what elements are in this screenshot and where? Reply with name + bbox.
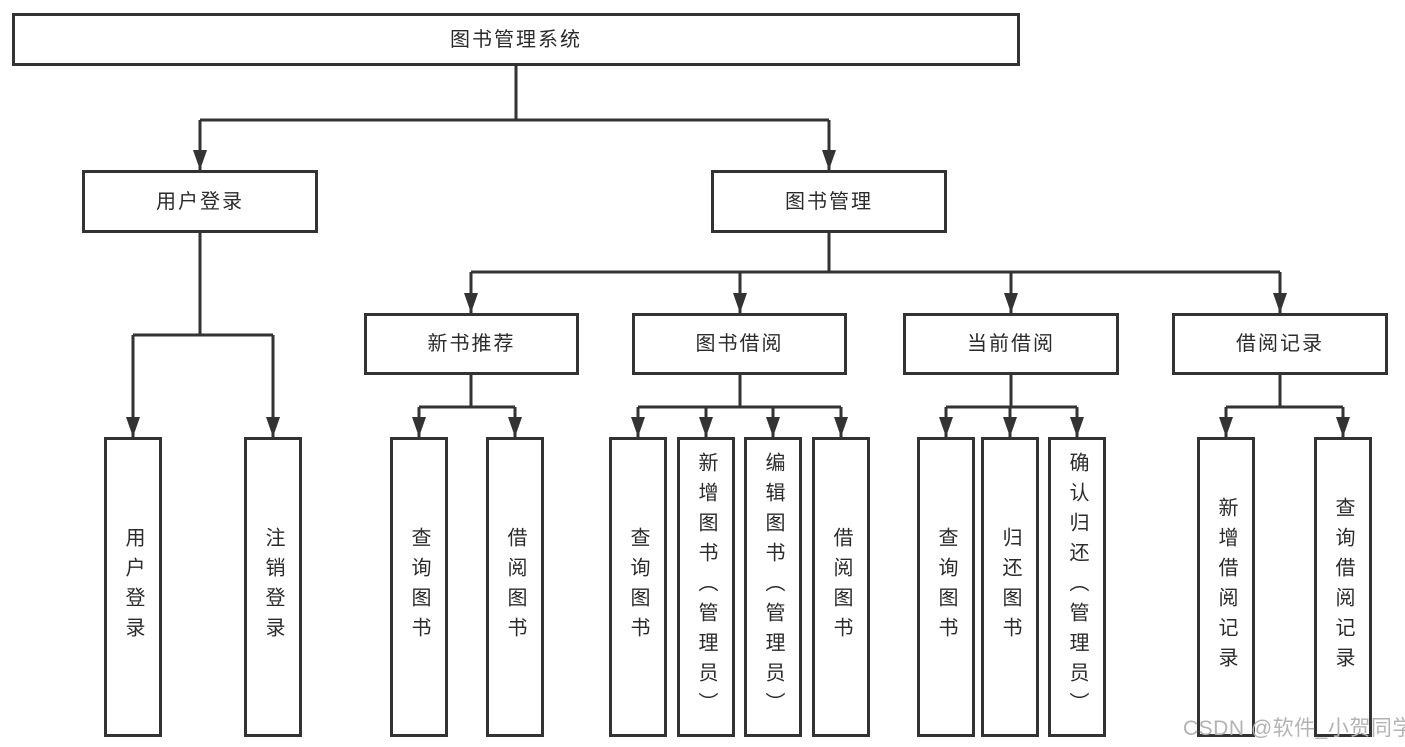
connector-bookborrow-to-leaves xyxy=(631,375,848,437)
connector-userlogin-to-leaves xyxy=(126,233,280,437)
node-borrow-records: 借阅记录 xyxy=(1172,313,1388,375)
connector-newbook-to-leaves xyxy=(412,375,522,437)
node-leaf-br-query-record-label: 查询借阅记录 xyxy=(1332,497,1354,677)
node-leaf-cb-query-books: 查询图书 xyxy=(917,437,975,737)
node-leaf-bb-edit-books-admin: 编辑图书（管理员） xyxy=(744,437,802,737)
node-current-borrow: 当前借阅 xyxy=(903,313,1119,375)
node-leaf-bb-edit-books-admin-label: 编辑图书（管理员） xyxy=(762,452,784,722)
node-leaf-logout: 注销登录 xyxy=(244,437,302,737)
node-leaf-bb-borrow-books: 借阅图书 xyxy=(812,437,870,737)
node-current-borrow-label: 当前借阅 xyxy=(967,333,1055,355)
csdn-watermark: CSDN @软件_小贺同学 xyxy=(1183,717,1405,740)
node-leaf-cb-return-books-label: 归还图书 xyxy=(999,527,1021,647)
node-leaf-cb-return-books: 归还图书 xyxy=(981,437,1039,737)
node-leaf-user-login-label: 用户登录 xyxy=(122,527,144,647)
node-new-book-recommend-label: 新书推荐 xyxy=(427,333,516,355)
node-leaf-logout-label: 注销登录 xyxy=(262,527,284,647)
node-leaf-cb-confirm-return-admin-label: 确认归还（管理员） xyxy=(1066,452,1088,722)
node-leaf-br-add-record-label: 新增借阅记录 xyxy=(1215,497,1237,677)
node-user-login-label: 用户登录 xyxy=(156,190,244,213)
node-book-management-label: 图书管理 xyxy=(785,190,873,213)
node-leaf-br-add-record: 新增借阅记录 xyxy=(1197,437,1255,737)
node-user-login: 用户登录 xyxy=(82,170,318,233)
node-leaf-nb-borrow-books-label: 借阅图书 xyxy=(504,527,526,647)
connector-currentborrow-to-leaves xyxy=(939,375,1084,437)
node-leaf-bb-add-books-admin-label: 新增图书（管理员） xyxy=(695,452,717,722)
node-leaf-user-login: 用户登录 xyxy=(104,437,162,737)
node-leaf-bb-borrow-books-label: 借阅图书 xyxy=(830,527,852,647)
node-leaf-nb-query-books: 查询图书 xyxy=(390,437,448,737)
node-new-book-recommend: 新书推荐 xyxy=(364,313,579,375)
connector-root-to-level2 xyxy=(193,66,836,170)
node-leaf-br-query-record: 查询借阅记录 xyxy=(1314,437,1372,737)
node-borrow-records-label: 借阅记录 xyxy=(1236,333,1324,355)
node-leaf-nb-query-books-label: 查询图书 xyxy=(408,527,430,647)
node-leaf-cb-query-books-label: 查询图书 xyxy=(935,527,957,647)
node-leaf-nb-borrow-books: 借阅图书 xyxy=(486,437,544,737)
node-root-label: 图书管理系统 xyxy=(450,28,582,51)
node-leaf-bb-query-books-label: 查询图书 xyxy=(627,527,649,647)
node-book-management: 图书管理 xyxy=(711,170,947,233)
node-leaf-bb-query-books: 查询图书 xyxy=(609,437,667,737)
node-book-borrow-label: 图书借阅 xyxy=(695,333,784,355)
connector-bookmgmt-to-level3 xyxy=(464,233,1287,313)
node-leaf-bb-add-books-admin: 新增图书（管理员） xyxy=(677,437,735,737)
connector-borrowrecord-to-leaves xyxy=(1219,375,1350,437)
node-book-borrow: 图书借阅 xyxy=(632,313,847,375)
node-leaf-cb-confirm-return-admin: 确认归还（管理员） xyxy=(1048,437,1106,737)
node-root: 图书管理系统 xyxy=(12,13,1020,66)
